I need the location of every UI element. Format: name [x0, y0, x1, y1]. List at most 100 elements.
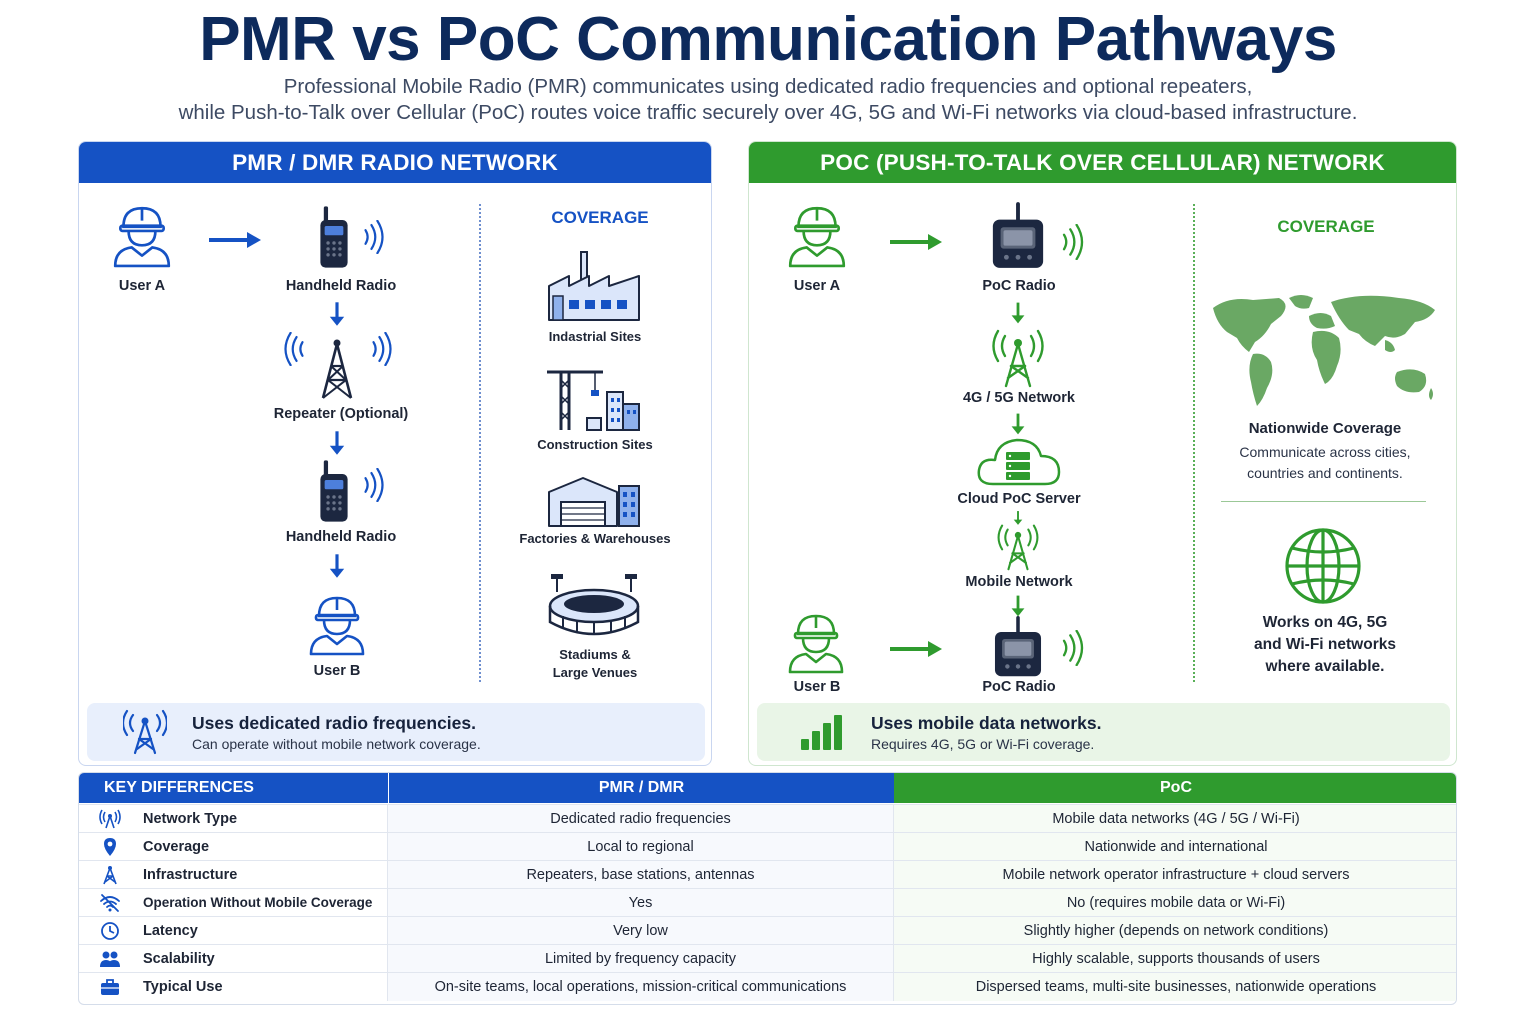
nationwide-coverage-text: Communicate across cities, countries and…: [1215, 442, 1435, 484]
works-on-networks-text: Works on 4G, 5G and Wi-Fi networks where…: [1215, 612, 1435, 678]
repeater-label: Repeater (Optional): [273, 406, 409, 422]
arrow-down-icon: [1010, 412, 1026, 436]
table-row: Typical Use On-site teams, local operati…: [79, 972, 1456, 1001]
location-pin-icon: [104, 838, 116, 856]
row-key: Coverage: [79, 833, 388, 861]
table-row: Latency Very low Slightly higher (depend…: [79, 916, 1456, 945]
row-pmr-value: Local to regional: [388, 833, 894, 861]
arrow-right-icon: [886, 232, 946, 252]
subtitle-line-1: Professional Mobile Radio (PMR) communic…: [283, 75, 1253, 98]
row-key-label: Scalability: [143, 951, 215, 967]
table-header-pmr: PMR / DMR: [388, 773, 894, 803]
row-poc-value: Mobile network operator infrastructure +…: [894, 861, 1456, 889]
poc-radio-icon: [989, 202, 1047, 270]
poc-note: Uses mobile data networks. Requires 4G, …: [757, 703, 1450, 761]
row-key: Operation Without Mobile Coverage: [79, 889, 388, 917]
nationwide-line-1: Communicate across cities,: [1239, 444, 1411, 460]
handheld-radio-icon: [317, 200, 351, 274]
signal-waves-icon: [361, 220, 387, 254]
arrow-down-icon: [328, 552, 346, 580]
pmr-note-subtitle: Can operate without mobile network cover…: [192, 736, 481, 752]
row-poc-value: No (requires mobile data or Wi-Fi): [894, 889, 1456, 917]
warehouse-icon: [548, 477, 640, 527]
pmr-panel-header: PMR / DMR RADIO NETWORK: [79, 142, 711, 183]
row-key: Infrastructure: [79, 861, 388, 889]
coverage-industrial-label: Indastrial Sites: [548, 329, 642, 344]
poc-panel: POC (PUSH-TO-TALK OVER CELLULAR) NETWORK…: [748, 141, 1457, 766]
user-b-worker-icon: [307, 590, 367, 656]
mobile-network-label: Mobile Network: [965, 574, 1073, 590]
row-pmr-value: Yes: [388, 889, 894, 917]
divider: [479, 204, 481, 682]
signal-waves-icon: [369, 332, 395, 366]
row-key-label: Typical Use: [143, 979, 223, 995]
cloud-server-icon: [977, 438, 1061, 486]
page-title: PMR vs PoC Communication Pathways: [199, 5, 1337, 74]
arrow-right-icon: [886, 639, 946, 659]
signal-waves-icon: [1059, 224, 1087, 260]
poc-user-a-label: User A: [793, 278, 841, 294]
handheld-radio-2-label: Handheld Radio: [285, 529, 397, 545]
arrow-down-icon: [328, 300, 346, 328]
pmr-note-title: Uses dedicated radio frequencies.: [192, 713, 476, 733]
world-map-icon: [1213, 295, 1435, 406]
pmr-user-b-label: User B: [313, 663, 361, 679]
row-key: Latency: [79, 917, 388, 945]
table-header-key: KEY DIFFERENCES: [79, 773, 388, 803]
row-pmr-value: Limited by frequency capacity: [388, 945, 894, 973]
table-row: Coverage Local to regional Nationwide an…: [79, 832, 1456, 861]
pmr-note: Uses dedicated radio frequencies. Can op…: [87, 703, 705, 761]
coverage-stadiums-line-1: Stadiums &: [559, 647, 631, 662]
table-row: Infrastructure Repeaters, base stations,…: [79, 860, 1456, 889]
network-4g5g-label: 4G / 5G Network: [962, 390, 1075, 406]
arrow-down-icon: [1010, 300, 1026, 326]
page-subtitle: Professional Mobile Radio (PMR) communic…: [0, 74, 1536, 126]
works-line-3: where available.: [1265, 658, 1385, 675]
row-pmr-value: On-site teams, local operations, mission…: [388, 973, 894, 1001]
arrow-down-icon: [328, 429, 346, 457]
table-row: Network Type Dedicated radio frequencies…: [79, 804, 1456, 833]
cloud-server-label: Cloud PoC Server: [957, 491, 1081, 507]
repeater-tower-icon: [317, 336, 357, 400]
arrow-right-icon: [207, 230, 263, 250]
row-key: Typical Use: [79, 973, 388, 1001]
row-key-label: Network Type: [143, 811, 238, 827]
briefcase-icon: [101, 979, 119, 995]
row-poc-value: Highly scalable, supports thousands of u…: [894, 945, 1456, 973]
row-pmr-value: Very low: [388, 917, 894, 945]
pmr-coverage-title: COVERAGE: [551, 208, 649, 227]
poc-radio-icon: [989, 616, 1047, 678]
row-key: Scalability: [79, 945, 388, 973]
subtitle-line-2: while Push-to-Talk over Cellular (PoC) r…: [178, 101, 1358, 124]
pmr-panel: PMR / DMR RADIO NETWORK User A Handheld …: [78, 141, 712, 766]
stadium-icon: [548, 574, 640, 636]
row-key-label: Infrastructure: [143, 867, 238, 883]
divider: [1193, 204, 1195, 682]
coverage-stadiums-label: Stadiums & Large Venues: [519, 646, 671, 682]
row-pmr-value: Repeaters, base stations, antennas: [388, 861, 894, 889]
user-b-worker-icon: [786, 608, 846, 674]
works-line-2: and Wi-Fi networks: [1254, 636, 1396, 653]
row-key-label: Operation Without Mobile Coverage: [143, 895, 373, 910]
users-icon: [100, 951, 120, 967]
key-differences-table: KEY DIFFERENCES PMR / DMR PoC Network Ty…: [78, 772, 1457, 1005]
user-a-worker-icon: [786, 200, 848, 268]
arrow-down-icon: [1010, 594, 1026, 618]
table-header-poc: PoC: [894, 773, 1456, 803]
no-wifi-icon: [100, 894, 120, 912]
poc-panel-header: POC (PUSH-TO-TALK OVER CELLULAR) NETWORK: [749, 142, 1456, 183]
poc-note-subtitle: Requires 4G, 5G or Wi-Fi coverage.: [871, 736, 1095, 752]
signal-waves-icon: [281, 332, 307, 366]
coverage-stadiums-line-2: Large Venues: [552, 665, 638, 680]
signal-bars-icon: [801, 715, 842, 750]
poc-user-b-label: User B: [793, 679, 841, 695]
poc-note-title: Uses mobile data networks.: [871, 713, 1102, 733]
nationwide-line-2: countries and continents.: [1247, 465, 1403, 481]
row-poc-value: Nationwide and international: [894, 833, 1456, 861]
nationwide-coverage-title: Nationwide Coverage: [1248, 420, 1402, 437]
user-a-worker-icon: [111, 200, 173, 268]
clock-icon: [101, 922, 119, 940]
row-key: Network Type: [79, 805, 388, 833]
mobile-tower-icon: [997, 524, 1039, 571]
coverage-factories-label: Factories & Warehouses: [519, 531, 671, 546]
